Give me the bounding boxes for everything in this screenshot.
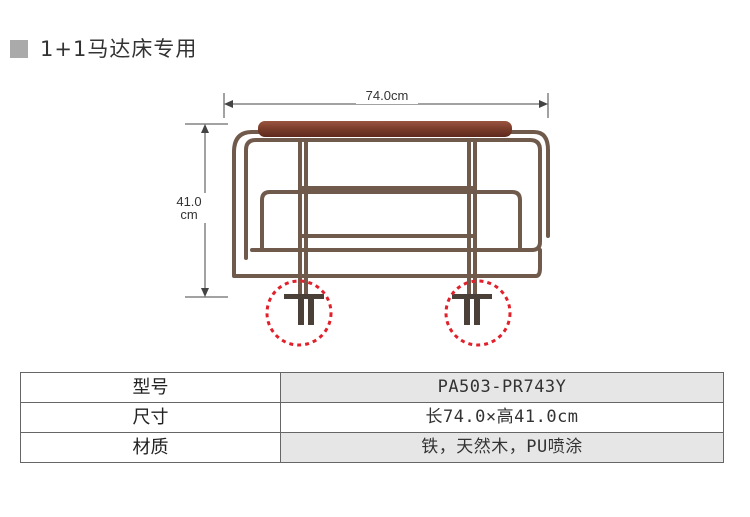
spec-row-material: 材质 铁，天然木，PU喷涂 xyxy=(20,432,724,463)
width-dimension: 74.0cm xyxy=(223,88,549,118)
section-marker-icon xyxy=(10,40,28,58)
bed-rail-figure: 74.0cm 41.0 cm xyxy=(172,88,550,347)
spec-row-size: 尺寸 长74.0×高41.0cm xyxy=(20,402,724,433)
spec-value: PA503-PR743Y xyxy=(280,372,724,403)
spec-value: 长74.0×高41.0cm xyxy=(280,402,724,433)
rail-frame xyxy=(232,130,550,298)
spec-row-model: 型号 PA503-PR743Y xyxy=(20,372,724,403)
height-label-unit: cm xyxy=(180,207,197,222)
section-title: 1+1马达床专用 xyxy=(40,37,198,61)
left-bracket-highlight xyxy=(265,279,333,347)
left-mount-bracket xyxy=(284,294,324,325)
spec-label: 尺寸 xyxy=(20,402,281,433)
right-mount-bracket xyxy=(452,294,492,325)
right-bracket-highlight xyxy=(444,279,512,347)
width-label: 74.0cm xyxy=(366,88,409,103)
spec-label: 材质 xyxy=(20,432,281,463)
height-label-value: 41.0 xyxy=(176,194,201,209)
height-dimension: 41.0 cm xyxy=(172,123,228,298)
spec-table: 型号 PA503-PR743Y 尺寸 长74.0×高41.0cm 材质 铁，天然… xyxy=(20,372,724,463)
wooden-handrail xyxy=(258,121,512,137)
spec-value: 铁，天然木，PU喷涂 xyxy=(280,432,724,463)
spec-label: 型号 xyxy=(20,372,281,403)
section-header: 1+1马达床专用 xyxy=(10,36,197,62)
